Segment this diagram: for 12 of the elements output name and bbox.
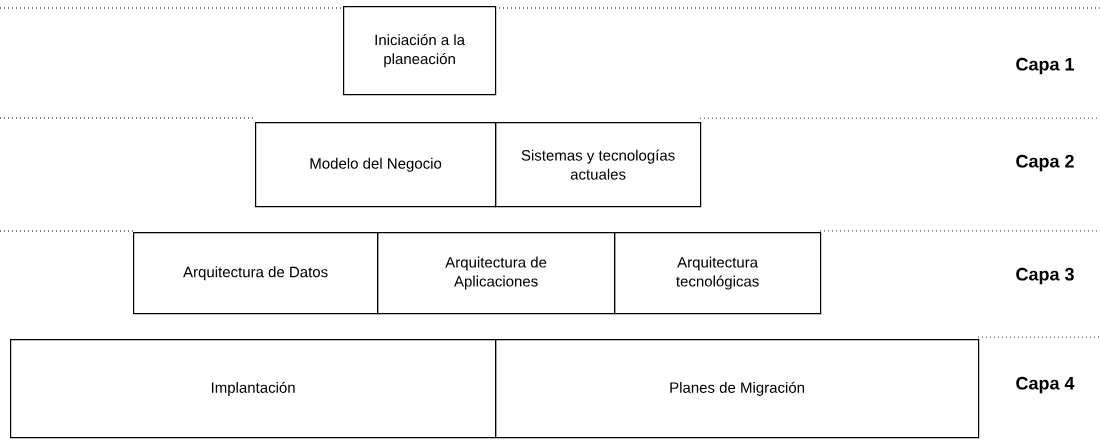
layer-box: Modelo del Negocio — [255, 122, 497, 208]
layer-box: Planes de Migración — [495, 339, 980, 439]
layer-box: Iniciación a la planeación — [343, 6, 497, 96]
layer-box: Implantación — [10, 339, 497, 439]
layer-box: Arquitectura de Datos — [133, 232, 379, 315]
layer-box: Arquitectura tecnológicas — [614, 232, 822, 315]
layer-label: Capa 2 — [1016, 154, 1074, 172]
layer-box: Sistemas y tecnologías actuales — [495, 122, 702, 208]
layer-box: Arquitectura de Aplicaciones — [377, 232, 616, 315]
layer-label: Capa 1 — [1016, 57, 1074, 75]
layer-label: Capa 3 — [1016, 267, 1074, 285]
layer-label: Capa 4 — [1016, 376, 1075, 394]
